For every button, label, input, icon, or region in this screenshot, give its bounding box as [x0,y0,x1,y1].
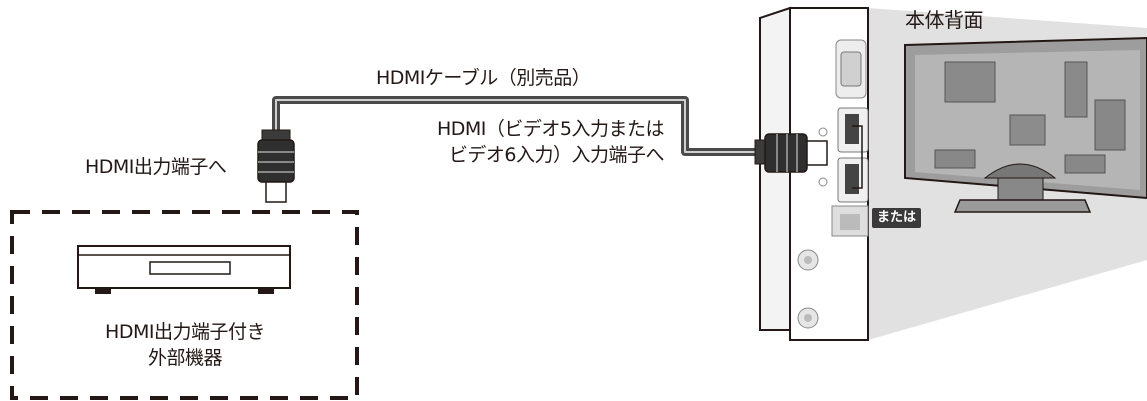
hdmi-plug-tv [754,133,828,173]
external-device-frame [10,210,359,400]
tv-input-label-line2: ビデオ6入力）入力端子へ [448,144,665,166]
device-output-label: HDMI出力端子へ [85,156,227,178]
or-badge: または [872,208,922,228]
rear-panel-illustration [759,6,869,341]
device-name-line2: 外部機器 [147,347,223,369]
tv-input-label-line1: HDMI（ビデオ5入力または [436,118,665,140]
device-name-line1: HDMI出力端子付き [105,321,265,343]
tv-back-illustration [904,36,1147,213]
cable-label: HDMIケーブル（別売品） [376,67,591,89]
external-device-icon [77,245,291,294]
hdmi-plug-device [257,129,295,203]
back-panel-title: 本体背面 [905,8,984,32]
